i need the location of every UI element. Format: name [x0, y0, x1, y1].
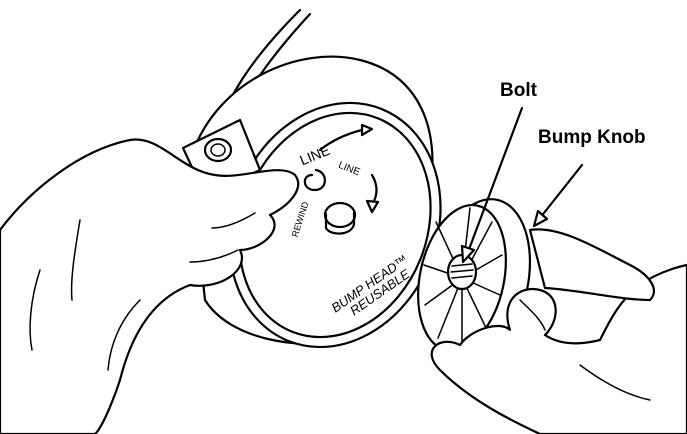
bump-knob-label: Bump Knob — [538, 127, 646, 148]
line-slot-icon — [303, 168, 326, 192]
eyelet — [203, 137, 233, 163]
arrow-icon — [460, 244, 476, 264]
bump-knob — [417, 198, 532, 362]
bump-knob-callout: Bump Knob — [532, 127, 646, 228]
curved-arrow-icon — [318, 128, 364, 152]
center-post — [323, 201, 357, 229]
bolt-callout: Bolt — [460, 80, 538, 264]
left-hand — [0, 138, 300, 434]
right-hand — [430, 228, 687, 434]
arrow-icon — [532, 209, 549, 228]
bolt-label: Bolt — [500, 80, 538, 101]
